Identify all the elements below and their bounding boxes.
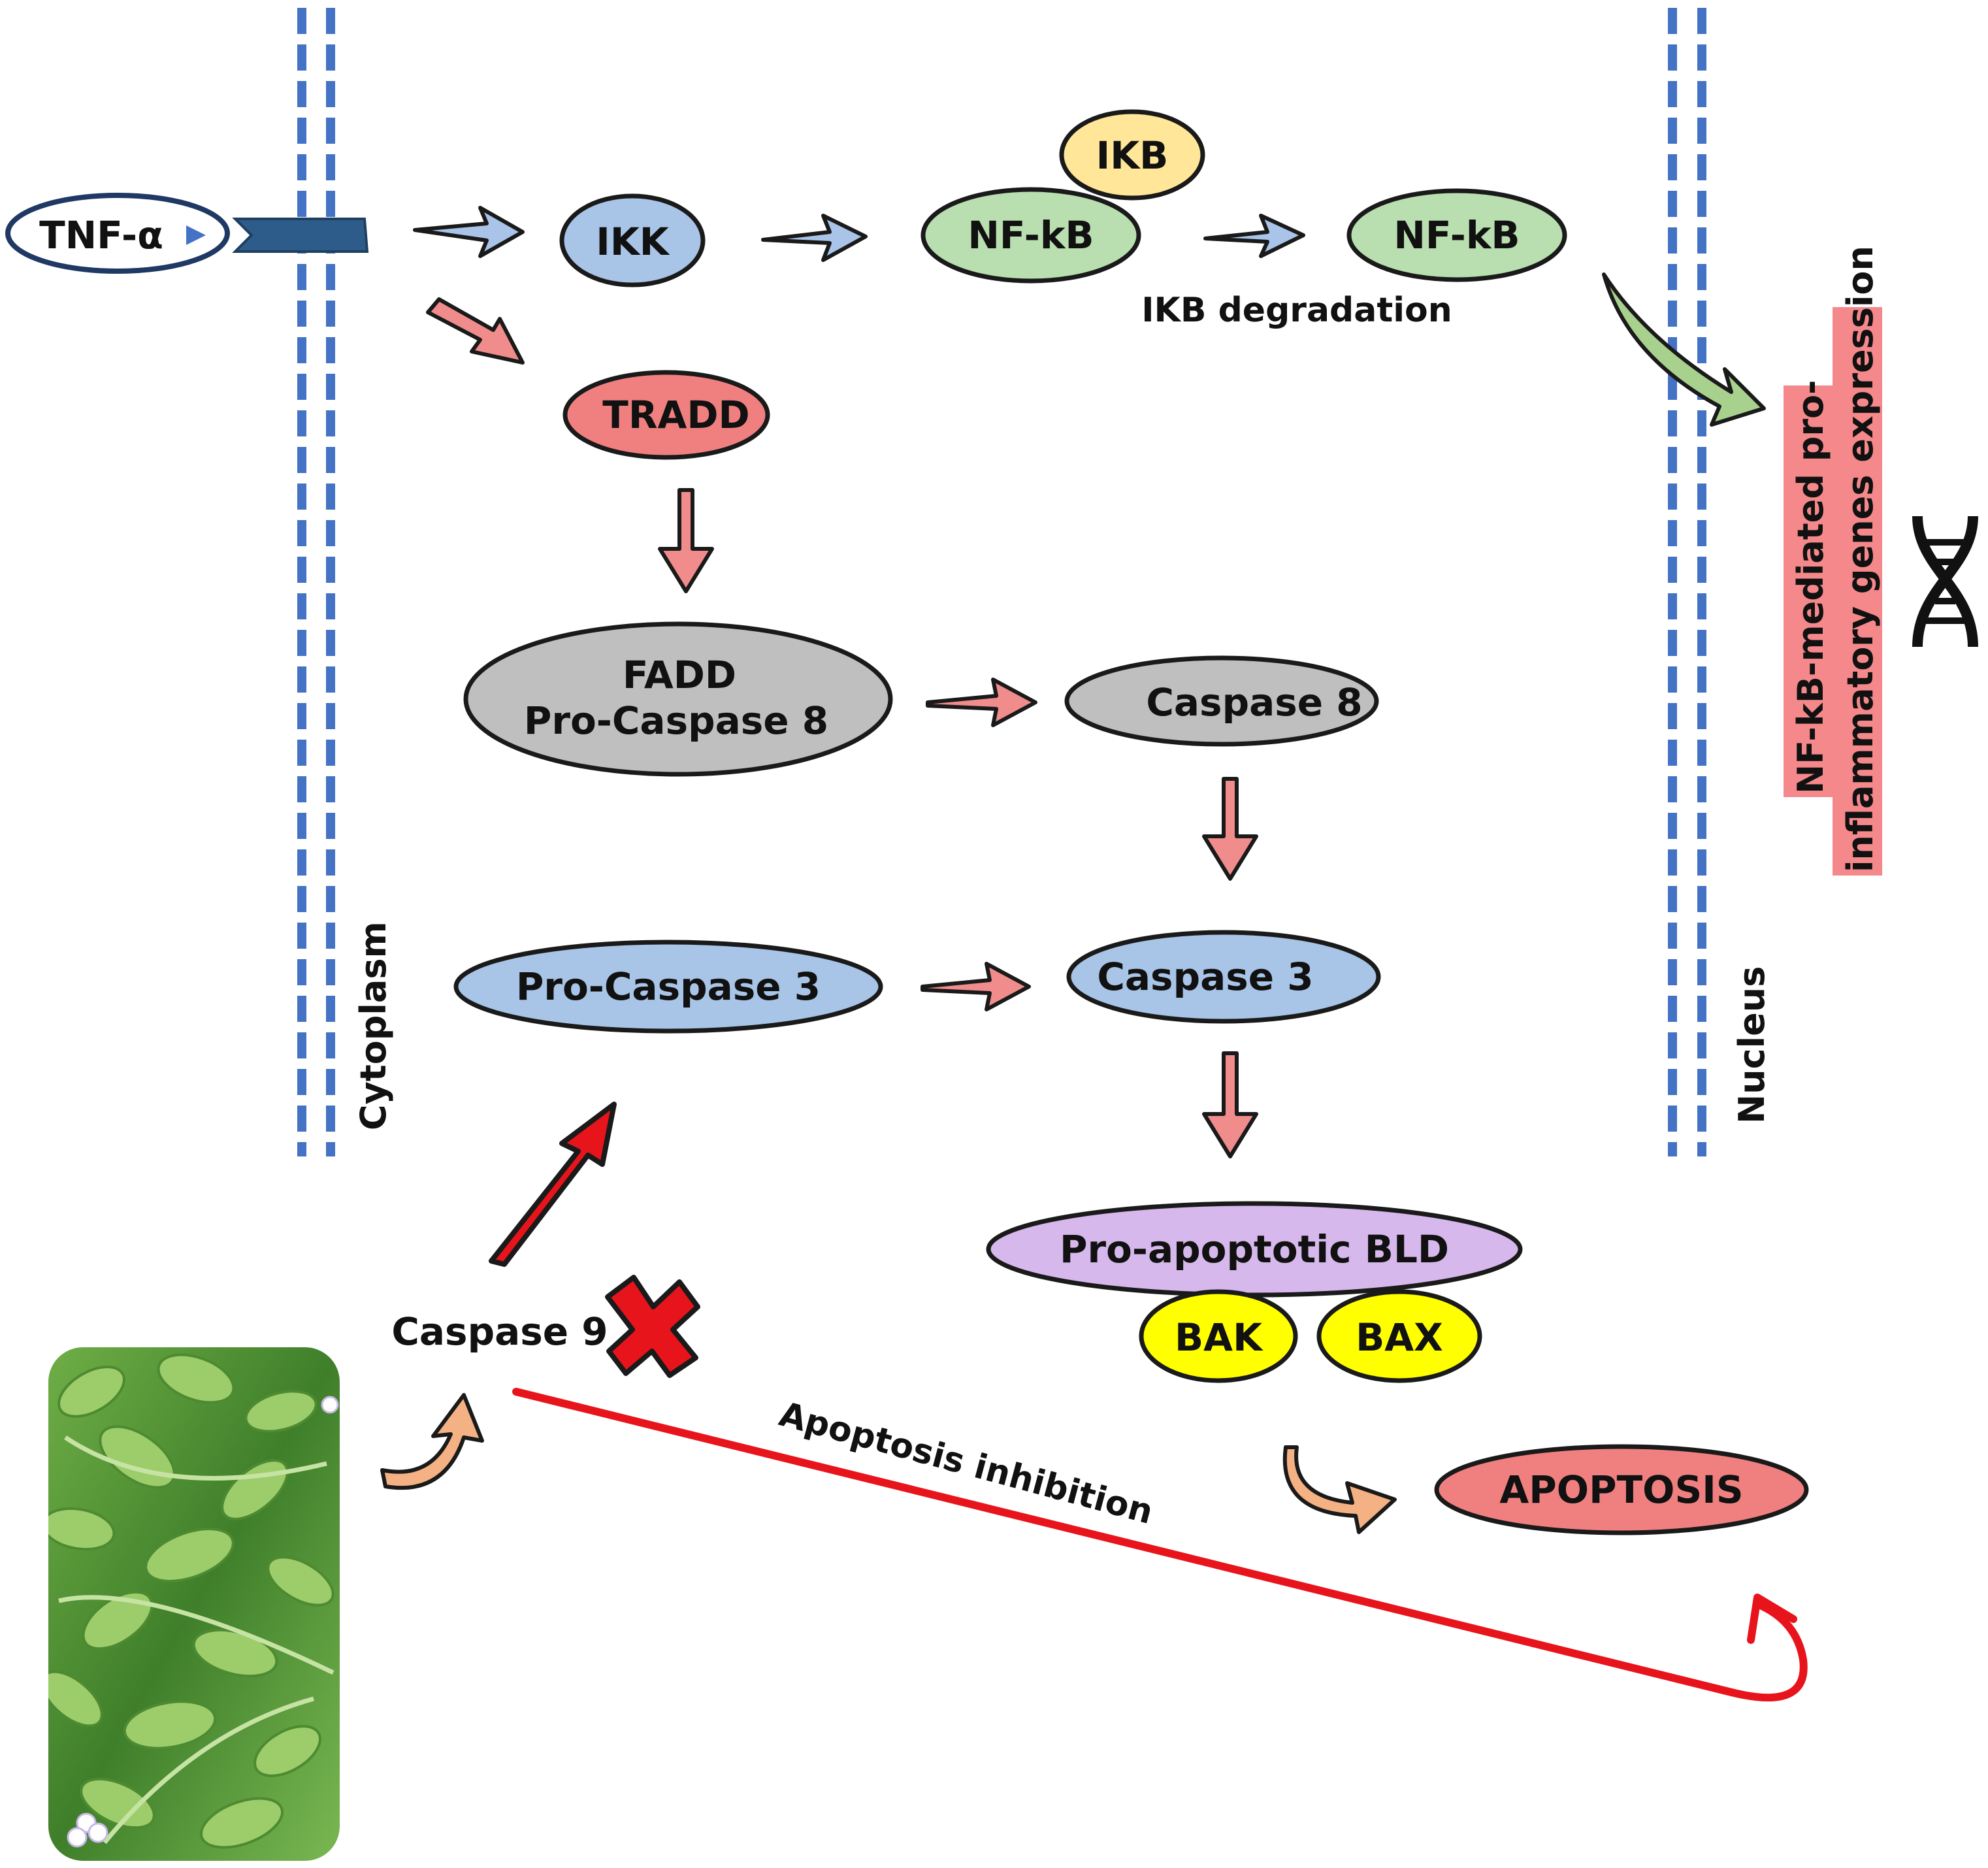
cytoplasm-label: Cytoplasm bbox=[353, 921, 394, 1130]
apoptosis-inhibition-label: Apoptosis inhibition bbox=[775, 1395, 1157, 1532]
nfkb-free-node: NF-kB bbox=[1346, 188, 1567, 282]
svg-text:NF-kB: NF-kB bbox=[1393, 213, 1520, 257]
x-mark-icon bbox=[605, 1275, 700, 1378]
inhibition-line bbox=[512, 1388, 1808, 1702]
svg-text:APOPTOSIS: APOPTOSIS bbox=[1499, 1467, 1743, 1512]
tnf-alpha-node: TNF-α bbox=[5, 193, 230, 274]
svg-text:Caspase 8: Caspase 8 bbox=[1146, 680, 1362, 725]
pro-apoptotic-bld-node: Pro-apoptotic BLD bbox=[986, 1201, 1523, 1298]
apoptosis-node: APOPTOSIS bbox=[1434, 1444, 1809, 1535]
nuclear-membrane-right bbox=[1668, 8, 1706, 1156]
svg-text:Pro-Caspase 8: Pro-Caspase 8 bbox=[524, 698, 828, 743]
pink-arrow-icon bbox=[426, 297, 1258, 1158]
svg-text:FADD: FADD bbox=[623, 653, 736, 697]
bax-node: BAX bbox=[1316, 1289, 1482, 1383]
nfkb-bound-node: NF-kB bbox=[921, 187, 1141, 284]
plant-photo bbox=[47, 1346, 341, 1862]
red-activation-arrow-icon bbox=[489, 1102, 617, 1267]
ikk-node: IKK bbox=[559, 193, 706, 287]
svg-text:Pro-apoptotic BLD: Pro-apoptotic BLD bbox=[1060, 1227, 1449, 1271]
svg-text:NF-kB-mediated pro-: NF-kB-mediated pro- bbox=[1790, 380, 1831, 795]
blue-arrow-icon bbox=[413, 206, 1305, 262]
svg-text:IKK: IKK bbox=[596, 220, 670, 264]
green-arrow-icon bbox=[1602, 272, 1766, 427]
svg-text:Pro-Caspase 3: Pro-Caspase 3 bbox=[516, 964, 821, 1009]
svg-text:IKB: IKB bbox=[1096, 133, 1169, 178]
nucleus-label: Nucleus bbox=[1731, 966, 1772, 1124]
bak-node: BAK bbox=[1139, 1289, 1298, 1383]
orange-arrow-icon bbox=[1282, 1445, 1397, 1534]
procaspase3-node: Pro-Caspase 3 bbox=[453, 940, 883, 1034]
orange-arrow-icon bbox=[380, 1393, 484, 1490]
svg-text:BAX: BAX bbox=[1356, 1315, 1443, 1360]
ikb-degradation-label: IKB degradation bbox=[1141, 291, 1452, 330]
svg-text:NF-kB: NF-kB bbox=[968, 213, 1094, 257]
receptor-icon bbox=[232, 218, 369, 253]
svg-text:BAK: BAK bbox=[1175, 1315, 1263, 1360]
fadd-procaspase8-node: FADD Pro-Caspase 8 bbox=[463, 621, 893, 777]
cell-membrane-left bbox=[297, 8, 335, 1156]
tradd-node: TRADD bbox=[562, 370, 770, 460]
ikb-node: IKB bbox=[1059, 109, 1205, 201]
svg-text:TRADD: TRADD bbox=[602, 393, 749, 437]
plant-photo-frame bbox=[46, 1345, 342, 1863]
caspase9-label: Caspase 9 bbox=[391, 1309, 608, 1354]
svg-text:Caspase 3: Caspase 3 bbox=[1097, 955, 1313, 999]
dna-icon bbox=[1912, 516, 1978, 647]
caspase3-node: Caspase 3 bbox=[1066, 930, 1381, 1024]
svg-text:inflammatory genes expression: inflammatory genes expression bbox=[1840, 246, 1881, 872]
gene-expression-label: NF-kB-mediated pro- inflammatory genes e… bbox=[1784, 246, 1882, 876]
svg-text:TNF-α: TNF-α bbox=[39, 213, 163, 257]
caspase8-node: Caspase 8 bbox=[1064, 655, 1379, 747]
